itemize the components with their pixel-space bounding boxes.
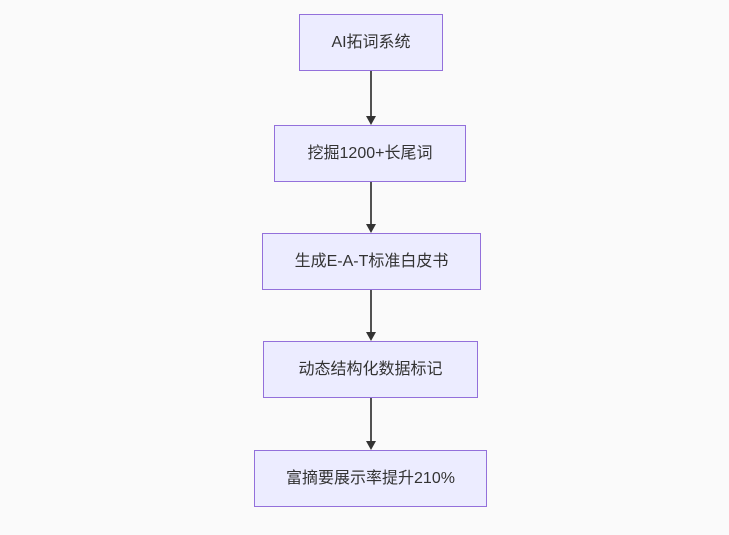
node-label: 挖掘1200+长尾词	[307, 144, 433, 162]
arrow-line	[369, 182, 372, 225]
node-label: AI拓词系统	[331, 33, 411, 51]
node-label: 富摘要展示率提升210%	[286, 469, 455, 487]
node-eat-whitepaper-generation: 生成E-A-T标准白皮书	[262, 233, 481, 290]
node-longtail-keyword-mining: 挖掘1200+长尾词	[274, 125, 466, 182]
arrowhead-down-icon	[365, 224, 376, 233]
node-dynamic-structured-data-markup: 动态结构化数据标记	[263, 341, 478, 398]
arrowhead-down-icon	[365, 441, 376, 450]
node-label: 动态结构化数据标记	[298, 360, 443, 378]
arrow-line	[369, 71, 372, 117]
arrowhead-down-icon	[365, 332, 376, 341]
node-ai-expansion-system: AI拓词系统	[299, 14, 443, 71]
flow-arrow-1	[364, 71, 377, 125]
arrowhead-down-icon	[365, 116, 376, 125]
arrow-line	[369, 290, 372, 333]
node-label: 生成E-A-T标准白皮书	[294, 252, 449, 270]
flow-arrow-3	[364, 290, 377, 341]
node-rich-snippet-rate-increase: 富摘要展示率提升210%	[254, 450, 487, 507]
flow-arrow-4	[364, 398, 377, 450]
arrow-line	[369, 398, 372, 442]
flow-arrow-2	[364, 182, 377, 233]
